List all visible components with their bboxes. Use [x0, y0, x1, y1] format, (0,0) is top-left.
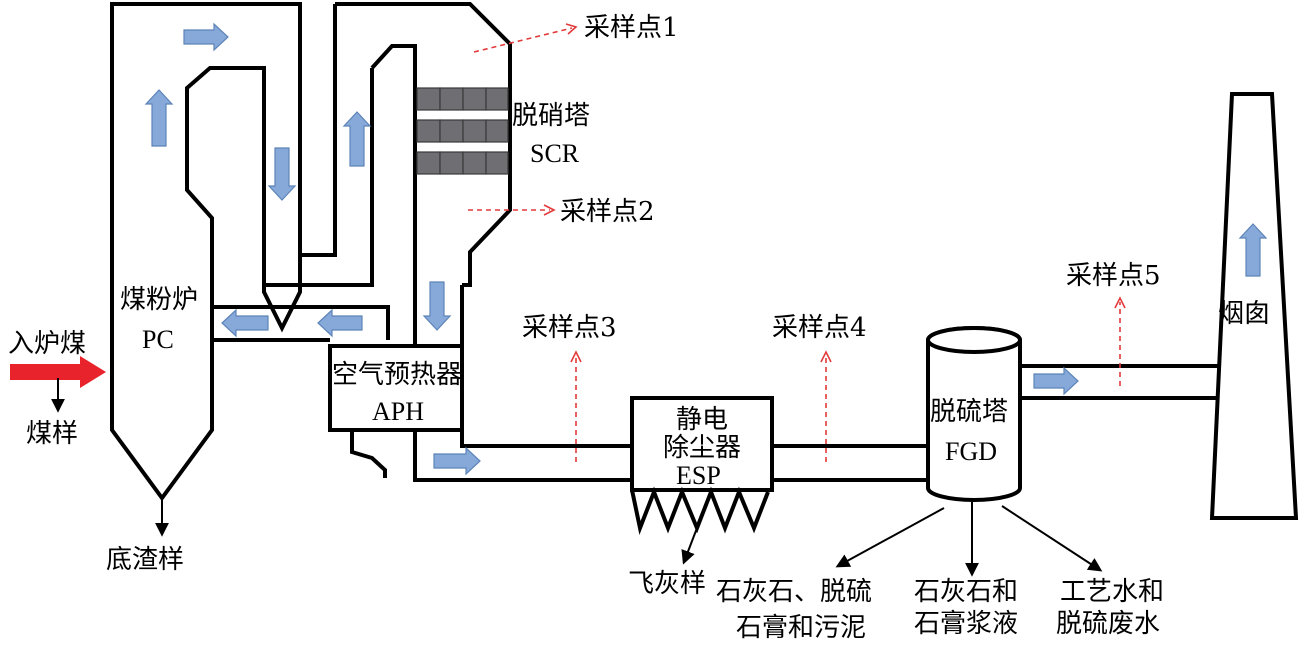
fgd-output-3-line2: 脱硫废水	[1056, 609, 1160, 639]
fgd-output-3-line1: 工艺水和	[1060, 577, 1164, 607]
bottom-ash-label: 底渣样	[106, 545, 184, 575]
flow-arrow-right-icon	[433, 446, 481, 476]
flow-arrows	[144, 22, 1268, 476]
flow-arrow-down-icon	[422, 281, 452, 331]
fly-ash-label: 飞灰样	[628, 569, 706, 599]
scr-catalyst-layers	[416, 87, 509, 175]
fgd-output-1-line1: 石灰石、脱硫	[716, 577, 872, 607]
fgd-output-1-line2: 石膏和污泥	[736, 613, 866, 643]
boiler-label-cn: 煤粉炉	[120, 285, 198, 315]
coal-feed-arrow-icon	[10, 356, 106, 388]
sampling-point-4-label: 采样点4	[772, 313, 867, 343]
boiler-outline	[110, 2, 337, 502]
flow-arrow-left-icon	[221, 308, 269, 338]
fgd-output-2-line2: 石膏浆液	[914, 609, 1018, 639]
aph-unit	[328, 344, 464, 478]
aph-label-cn: 空气预热器	[332, 360, 462, 390]
sampling-arrow-5	[1114, 296, 1126, 386]
chimney	[1209, 92, 1299, 520]
fly-ash-arrow	[681, 527, 698, 565]
flow-arrow-right-icon	[1033, 366, 1079, 396]
fgd-label-cn: 脱硫塔	[930, 397, 1008, 427]
flow-arrow-right-icon	[183, 22, 229, 52]
catalyst-layer-1	[416, 87, 509, 111]
boiler-label-en: PC	[142, 325, 174, 354]
catalyst-layer-2	[416, 119, 509, 143]
fgd-output-2-line1: 石灰石和	[914, 577, 1018, 607]
esp-label-line1: 静电	[676, 405, 728, 435]
sampling-point-5-label: 采样点5	[1066, 261, 1161, 291]
aph-label-en: APH	[372, 397, 424, 426]
catalyst-layer-3	[416, 151, 509, 175]
sampling-arrow-1	[473, 23, 578, 53]
coal-sample-label: 煤样	[26, 419, 78, 449]
flow-arrow-down-icon	[267, 147, 297, 201]
sampling-arrow-2	[468, 204, 556, 216]
esp-fgd-duct	[772, 444, 928, 482]
sampling-point-1-label: 采样点1	[584, 13, 679, 43]
flow-arrow-up-icon	[342, 111, 372, 167]
chimney-label: 烟囱	[1218, 299, 1270, 329]
sampling-arrow-3	[570, 350, 582, 462]
esp-label-en: ESP	[676, 461, 721, 490]
scr-label-en: SCR	[530, 139, 580, 168]
fgd-output-arrow-3	[1001, 505, 1103, 572]
fgd-label-en: FGD	[945, 437, 997, 466]
scr-duct-outline	[212, 2, 632, 482]
flow-arrow-left-icon	[317, 308, 363, 338]
sampling-point-2-label: 采样点2	[560, 197, 655, 227]
fgd-tower	[926, 326, 1022, 502]
sampling-arrow-4	[820, 350, 832, 462]
esp-unit	[630, 396, 774, 535]
coal-in-label: 入炉煤	[8, 329, 86, 359]
fgd-output-arrow-1	[835, 507, 945, 568]
sampling-point-3-label: 采样点3	[522, 313, 617, 343]
scr-label-cn: 脱硝塔	[512, 101, 590, 131]
flow-arrow-up-icon	[1238, 223, 1268, 277]
flow-arrow-up-icon	[144, 89, 174, 147]
esp-label-line2: 除尘器	[663, 433, 741, 463]
